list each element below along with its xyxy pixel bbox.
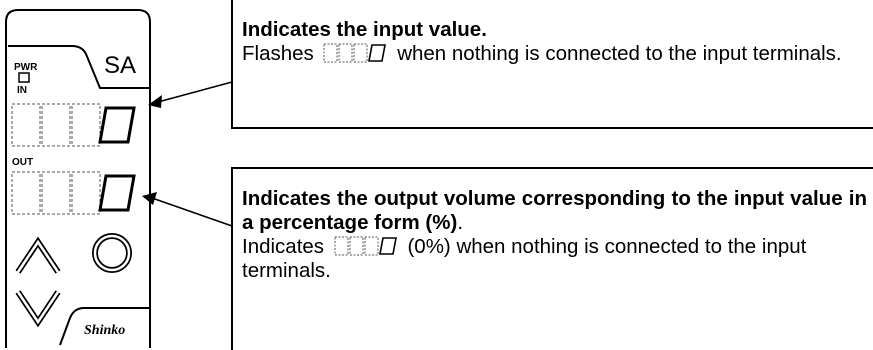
zero-display-icon — [334, 236, 397, 256]
input-display — [11, 103, 136, 147]
arrow-output — [142, 192, 233, 227]
flashing-display-icon — [323, 43, 387, 63]
out-label: OUT — [12, 157, 33, 168]
model-label: SA — [104, 52, 136, 79]
callout-output-body: Indicates (0%) when nothing is connected… — [242, 235, 807, 282]
down-key-icon[interactable] — [15, 290, 61, 328]
callout-input-heading: Indicates the input value. — [242, 18, 487, 41]
model-tab — [8, 45, 150, 89]
callout-box-output — [231, 167, 873, 350]
callout-output-heading: Indicates the output volume correspondin… — [242, 187, 867, 234]
output-digit-zero — [98, 174, 136, 212]
callout-output-text: Indicates the output volume correspondin… — [242, 187, 867, 283]
device-panel — [5, 9, 151, 348]
callout-box-input — [231, 0, 873, 129]
pwr-label: PWR — [14, 62, 38, 73]
callout-input-text: Indicates the input value. Flashes when … — [242, 18, 867, 66]
brand-tab — [59, 307, 150, 346]
brand-logo: Shinko — [84, 323, 125, 338]
callout-output-heading-line: Indicates the output volume correspondin… — [242, 187, 867, 234]
output-display — [11, 171, 136, 215]
mode-key-icon[interactable] — [92, 233, 132, 273]
arrow-input — [148, 81, 233, 108]
in-label: IN — [17, 85, 27, 96]
input-digit-zero — [98, 106, 136, 144]
up-key-icon[interactable] — [15, 236, 61, 274]
pwr-led — [18, 72, 30, 83]
callout-input-body: Flashes when nothing is connected to the… — [242, 42, 842, 65]
